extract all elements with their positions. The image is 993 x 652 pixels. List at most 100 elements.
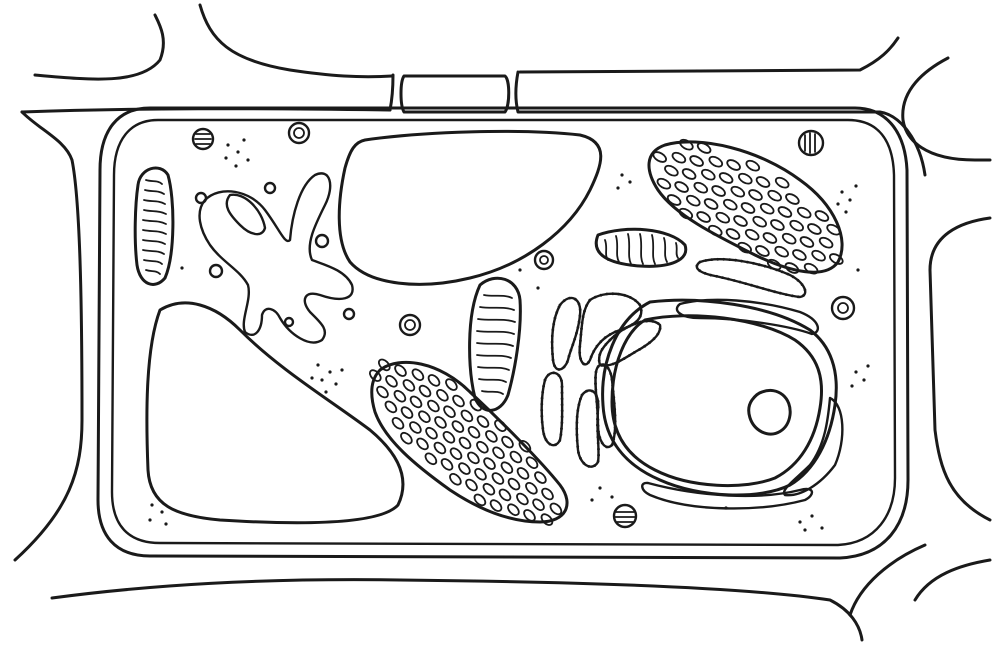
granule-dot	[553, 364, 556, 367]
granule-dot	[518, 268, 521, 271]
granule-dot	[610, 495, 613, 498]
granule-dot	[781, 270, 784, 273]
mitochondrion-right	[596, 229, 686, 266]
granule-dot	[604, 336, 607, 339]
granum	[466, 450, 481, 465]
granum	[814, 209, 830, 223]
granule-dot	[587, 361, 590, 364]
granum	[693, 181, 709, 195]
wall-top-mid	[200, 5, 392, 77]
mitochondrion-center	[470, 278, 521, 410]
granule-dot	[634, 322, 637, 325]
granule-dot	[579, 339, 582, 342]
granum	[457, 461, 472, 476]
granule-dot	[598, 359, 601, 362]
granum	[674, 180, 690, 194]
granule-dot	[844, 210, 847, 213]
granule-dot	[797, 279, 800, 282]
granule-dot	[569, 349, 572, 352]
granule-dot	[595, 400, 598, 403]
granule-dot	[629, 296, 632, 299]
granule-dot	[554, 317, 557, 320]
granum	[481, 482, 496, 497]
granum	[711, 184, 727, 198]
granum	[415, 436, 430, 451]
granule-dot	[840, 190, 843, 193]
granule-dot	[316, 363, 319, 366]
mitochondrion-left	[135, 168, 173, 284]
granule-dot	[699, 261, 702, 264]
granum	[671, 151, 687, 165]
granule-dot	[607, 367, 610, 370]
granule-dot	[558, 306, 561, 309]
granule-dot	[810, 514, 813, 517]
granule-dot	[540, 415, 543, 418]
granule-dot	[582, 462, 585, 465]
granum	[384, 374, 399, 389]
granule-dot	[593, 464, 596, 467]
granule-dot	[580, 333, 583, 336]
granule-dot	[752, 262, 755, 265]
granule-dot	[560, 433, 563, 436]
granule-dot	[568, 297, 571, 300]
granule-dot	[659, 327, 662, 330]
granule-dot	[554, 443, 557, 446]
wall-right-upper	[903, 58, 990, 160]
granum	[458, 436, 473, 451]
granule-dot	[638, 303, 641, 306]
granum	[490, 471, 505, 486]
granule-dot	[328, 370, 331, 373]
granule-dot	[234, 164, 237, 167]
granule-dot	[563, 366, 566, 369]
granum	[409, 394, 424, 409]
granule-dot	[656, 333, 659, 336]
granum	[725, 227, 741, 241]
granule-dot	[579, 357, 582, 360]
granum	[803, 262, 819, 276]
granule-dot	[579, 314, 582, 317]
granule-dot	[785, 293, 788, 296]
granum	[652, 150, 668, 164]
granule-dot	[561, 397, 564, 400]
granule-dot	[596, 406, 599, 409]
granum	[759, 202, 775, 216]
granule-dot	[542, 385, 545, 388]
granule-dot	[545, 438, 548, 441]
granum	[400, 405, 415, 420]
granum	[755, 175, 771, 189]
granum	[531, 497, 546, 512]
granule-dot	[597, 460, 600, 463]
granum	[499, 460, 514, 475]
granule-dot	[242, 138, 245, 141]
granule-dot	[552, 371, 555, 374]
granule-dot	[150, 503, 153, 506]
granule-dot	[576, 415, 579, 418]
granule-dot	[536, 286, 539, 289]
granum	[806, 222, 822, 236]
granule-dot	[653, 337, 656, 340]
granum	[417, 409, 432, 424]
granum	[774, 245, 790, 259]
granule-dot	[639, 315, 642, 318]
granule-dot	[614, 330, 617, 333]
granule-dot	[716, 258, 719, 261]
granule-dot	[651, 320, 654, 323]
granule-dot	[727, 278, 730, 281]
cell-boundary	[98, 108, 908, 558]
peroxisome-5	[400, 315, 420, 335]
granule-dot	[605, 293, 608, 296]
granule-dot	[597, 424, 600, 427]
granum	[774, 176, 790, 190]
granule-dot	[704, 272, 707, 275]
granule-dot	[728, 258, 731, 261]
granum	[491, 445, 506, 460]
granule-dot	[779, 292, 782, 295]
granum	[740, 201, 756, 215]
granum	[484, 429, 499, 444]
peroxisome-2	[289, 123, 309, 143]
granule-dot	[576, 433, 579, 436]
granule-dot	[340, 368, 343, 371]
granum	[508, 450, 523, 465]
granum	[732, 214, 748, 228]
